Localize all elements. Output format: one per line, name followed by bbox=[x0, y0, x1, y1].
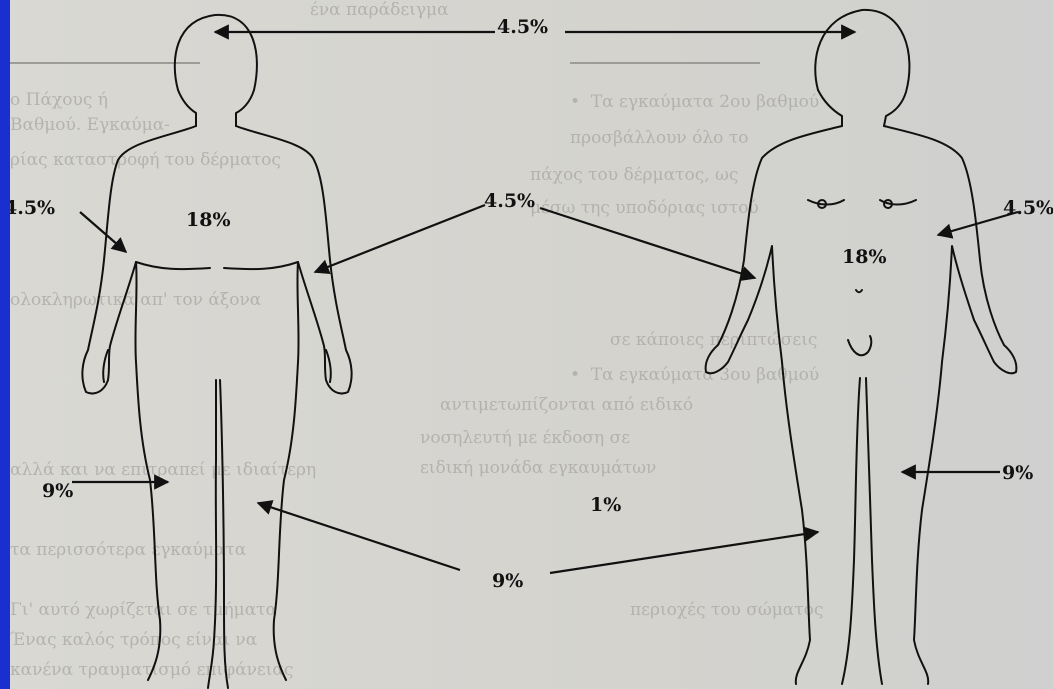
body-diagram bbox=[10, 0, 1053, 689]
arrows bbox=[72, 32, 1018, 573]
label-torso-back: 18% bbox=[186, 209, 231, 231]
back-leg-split bbox=[208, 380, 228, 688]
arrow-leg-front-center bbox=[550, 532, 818, 573]
label-leg-front-right: 9% bbox=[1002, 462, 1033, 484]
front-leg-split bbox=[842, 378, 882, 684]
front-head bbox=[815, 10, 909, 126]
diagram-page: • Τα εγκαύματα 2ου βαθμού προσβάλλουν όλ… bbox=[10, 0, 1053, 689]
arrow-arm-back-right bbox=[315, 205, 485, 272]
front-left-outline bbox=[706, 126, 842, 684]
arrow-arm-front-left bbox=[540, 208, 755, 278]
label-head: 4.5% bbox=[497, 16, 548, 38]
label-genital: 1% bbox=[590, 494, 621, 516]
label-arm-center: 4.5% bbox=[484, 190, 535, 212]
front-figure bbox=[706, 10, 1017, 684]
label-leg-center: 9% bbox=[492, 570, 523, 592]
front-right-outline bbox=[884, 126, 1016, 684]
label-leg-back: 9% bbox=[42, 480, 73, 502]
back-figure bbox=[82, 15, 351, 688]
label-torso-front: 18% bbox=[842, 246, 887, 268]
arrow-arm-back-left bbox=[80, 212, 126, 252]
label-arm-front-right: 4.5% bbox=[1003, 197, 1053, 219]
label-arm-back-left: 4.5% bbox=[10, 197, 55, 219]
back-right-outline bbox=[236, 126, 352, 680]
back-left-outline bbox=[82, 126, 196, 680]
arrow-leg-back-center bbox=[258, 503, 460, 570]
